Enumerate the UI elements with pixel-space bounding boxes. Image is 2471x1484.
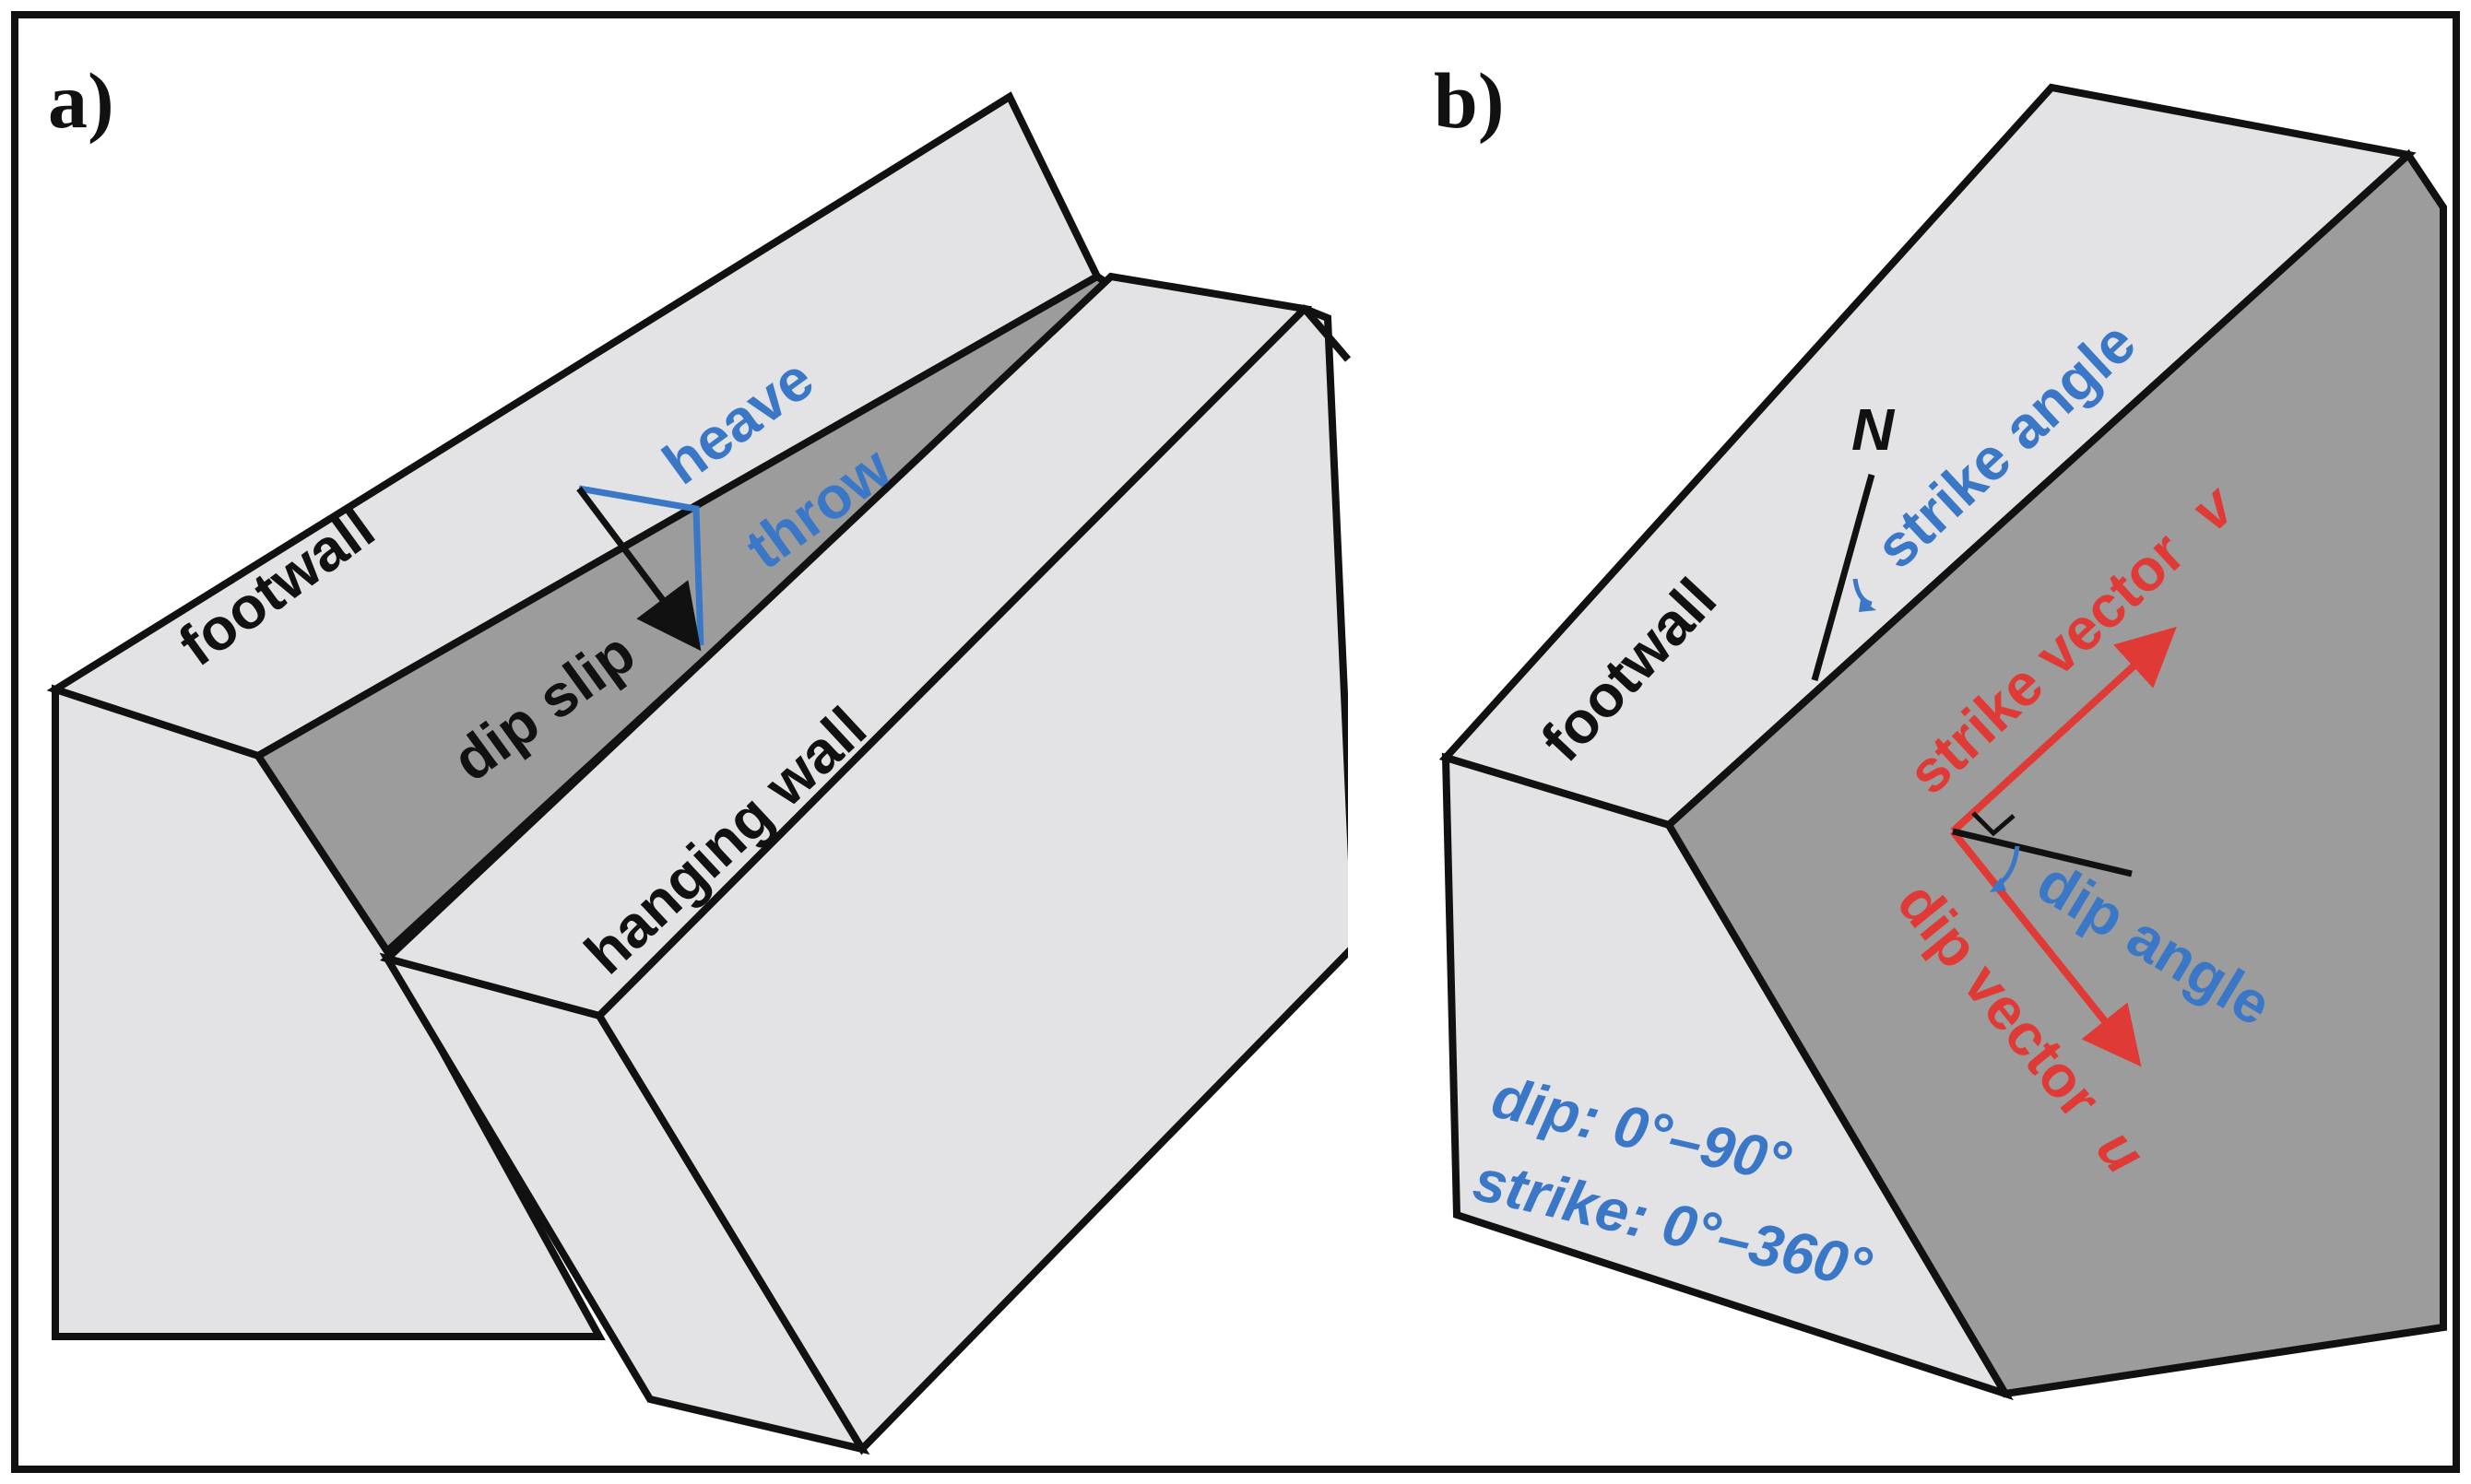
right-angle-mark	[1971, 811, 2016, 837]
strike-vector-arrow	[1950, 626, 2177, 834]
panel-a-label: a)	[48, 56, 114, 145]
dip-slip-arrow	[576, 486, 702, 652]
strike-angle-arc	[1852, 578, 1873, 607]
strike-angle-arrowhead	[1859, 599, 1876, 612]
hanging-wall-front-face	[594, 304, 1348, 1455]
panel-b-label: b)	[1434, 56, 1504, 145]
footwall-front-face	[52, 684, 606, 1340]
north-line	[1811, 474, 1875, 681]
panel-a-break-line	[1301, 306, 1352, 362]
dip-angle-arrowhead	[1990, 877, 2006, 892]
fault-plane-face-b	[1663, 148, 2447, 1398]
north-label: N	[1851, 396, 1896, 463]
dip-vector-arrow	[1949, 829, 2142, 1067]
horizontal-reference-line	[1952, 828, 2133, 877]
panel-b: footwall N strike angle strike vector v …	[1438, 83, 2447, 1401]
panel-a: footwall dip slip heave throw hanging wa…	[46, 91, 1348, 1455]
